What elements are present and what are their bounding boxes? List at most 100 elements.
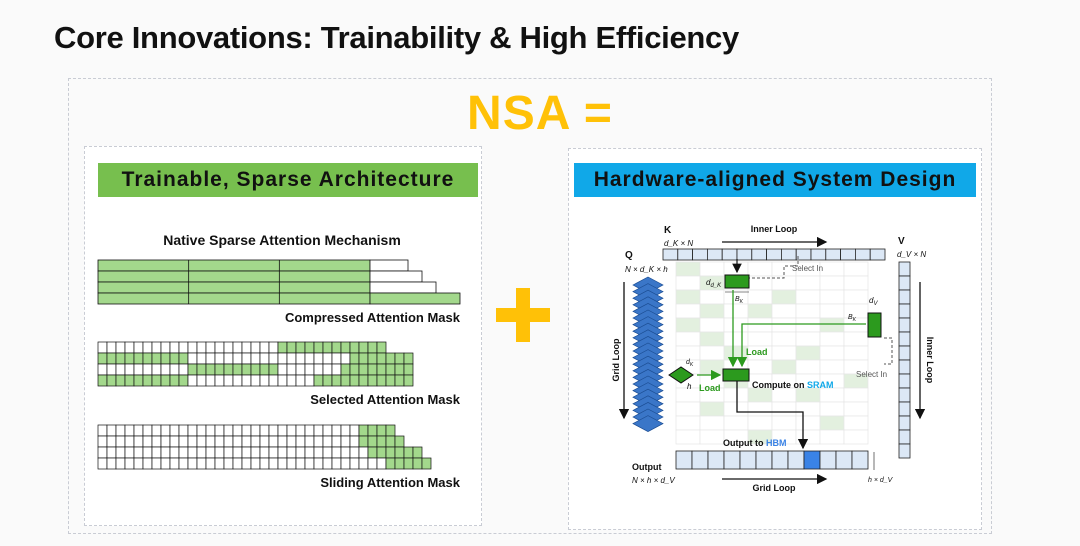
sliding-mask-label: Sliding Attention Mask [320,475,460,490]
output-cell [707,450,725,470]
v-cell [898,443,911,459]
attention-grid-cell [771,317,797,333]
attention-grid-cell [747,289,773,305]
attention-grid-cell [819,345,845,361]
attention-grid-cell [747,331,773,347]
attention-grid-cell [819,387,845,403]
output-cell [691,450,709,470]
sliding-mask [97,424,432,470]
v-cell [898,387,911,403]
compute-block [722,368,750,382]
attention-grid-cell [819,331,845,347]
attention-grid-cell [699,303,725,319]
k-cell [707,248,723,261]
attention-grid-cell [819,401,845,417]
k-cell [840,248,856,261]
attention-grid-cell [819,275,845,291]
attention-grid-cell [843,387,869,403]
attention-grid-cell [843,261,869,277]
q-dim: N × d_K × h [625,265,668,274]
v-cell [898,373,911,389]
output-cell [723,450,741,470]
v-cell [898,317,911,333]
v-cell [898,303,911,319]
mask-cell [403,374,414,387]
attention-grid-cell [747,317,773,333]
mechanism-title: Native Sparse Attention Mechanism [163,232,401,248]
left-panel-header: Trainable, Sparse Architecture [98,163,478,197]
output-cell [771,450,789,470]
v-cell [898,345,911,361]
attention-grid-cell [819,303,845,319]
v-cell [898,359,911,375]
attention-grid-cell [723,345,749,361]
attention-grid-cell [819,359,845,375]
v-cell [898,331,911,347]
attention-grid-cell [795,359,821,375]
compute-label: Compute on SRAM [752,380,834,390]
attention-grid-cell [795,275,821,291]
output-label: Output [632,462,662,472]
output-cell [675,450,693,470]
mask-cell [369,292,461,305]
select-in-top-label: Select In [792,264,823,273]
k-cell [736,248,753,261]
selected-mask [97,341,414,387]
attention-grid-cell [675,415,701,431]
v-cell [898,429,911,445]
v-label: V [898,236,905,247]
bk-right-label: BK [848,314,857,323]
select-in-right-path [884,337,893,365]
attention-grid-cell [675,429,701,445]
k-cell [855,248,871,261]
attention-grid-cell [675,331,701,347]
v-cell [898,415,911,431]
attention-grid-cell [843,289,869,305]
k-strip [662,248,886,261]
attention-grid-cell [699,401,725,417]
attention-grid-cell [675,289,701,305]
attention-grid-cell [771,401,797,417]
q-cell [632,415,664,432]
v-cell [898,275,911,291]
attention-grid-cell [723,303,749,319]
mask-cell [421,457,432,470]
right-panel-header: Hardware-aligned System Design [574,163,976,197]
attention-grid-cell [771,345,797,361]
k-cell [721,248,738,261]
attention-grid-cell [699,331,725,347]
dv-label: dV [869,296,878,307]
k-cell [869,248,886,261]
out-right-dim: h × d_V [868,477,894,484]
compressed-mask-label: Compressed Attention Mask [285,310,461,325]
attention-grid-cell [675,345,701,361]
attention-grid-cell [747,303,773,319]
q-h-label: h [687,382,692,391]
attention-grid-cell [819,289,845,305]
load-upper-label: Load [746,347,768,357]
k-cell [766,248,782,261]
attention-grid-cell [675,303,701,319]
load-lower-label: Load [699,383,721,393]
grid-loop-bottom-label: Grid Loop [753,483,796,493]
selected-mask-label: Selected Attention Mask [310,392,461,407]
attention-grid-cell [771,331,797,347]
output-to-label: Output to HBM [723,438,787,448]
output-path [736,381,809,450]
attention-grid-cell [747,401,773,417]
q-block [668,366,694,384]
load-v-arrow [736,323,866,368]
attention-grid-cell [675,261,701,277]
v-block [867,312,882,338]
attention-grid-cell [795,429,821,445]
k-cell [662,248,679,261]
attention-grid-cell [771,303,797,319]
attention-grid-cell [795,415,821,431]
attention-grid-cell [843,345,869,361]
attention-grid-cell [747,387,773,403]
k-cell [825,248,841,261]
attention-grid-cell [819,317,845,333]
attention-grid-cell [819,415,845,431]
